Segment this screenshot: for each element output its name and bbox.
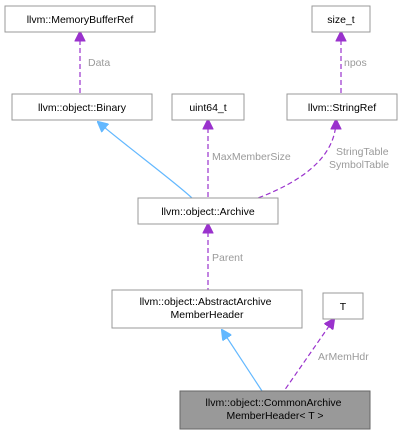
node-memorybufferref[interactable]: llvm::MemoryBufferRef	[4, 5, 156, 33]
node-label: llvm::StringRef	[308, 102, 376, 114]
edge-labels: Data npos MaxMemberSize StringTable Symb…	[88, 57, 391, 363]
edge-label-data: Data	[88, 57, 110, 69]
node-label: size_t	[327, 14, 355, 26]
edge-label-armemhdr: ArMemHdr	[318, 351, 369, 363]
edge-label-parent: Parent	[212, 252, 243, 264]
node-label: llvm::object::Archive	[161, 206, 255, 218]
edge-label-maxmembersize: MaxMemberSize	[212, 151, 291, 163]
edge-common-inherits-abstract	[222, 330, 263, 392]
node-size-t[interactable]: size_t	[311, 5, 371, 33]
edge-label-npos: npos	[344, 57, 367, 69]
node-t[interactable]: T	[322, 292, 364, 320]
edges	[80, 32, 341, 392]
node-uint64-t[interactable]: uint64_t	[171, 93, 245, 121]
edge-label-stringtable-symboltable: StringTable SymbolTable	[329, 146, 391, 171]
node-label: llvm::object::Binary	[38, 102, 127, 114]
node-abstractarchivememberheader[interactable]: llvm::object::AbstractArchive MemberHead…	[111, 289, 303, 329]
node-commonarchivememberheader[interactable]: llvm::object::CommonArchive MemberHeader…	[179, 390, 371, 430]
node-stringref[interactable]: llvm::StringRef	[286, 93, 398, 121]
node-binary[interactable]: llvm::object::Binary	[11, 93, 153, 121]
node-label: llvm::MemoryBufferRef	[27, 14, 134, 26]
node-archive[interactable]: llvm::object::Archive	[137, 197, 279, 225]
edge-armemhdr	[283, 319, 334, 392]
node-label: uint64_t	[189, 102, 226, 114]
node-label: T	[340, 301, 347, 313]
node-label: llvm::object::AbstractArchive MemberHead…	[140, 296, 275, 321]
node-label: llvm::object::CommonArchive MemberHeader…	[206, 397, 345, 422]
edge-stringtable-symboltable	[257, 120, 336, 199]
edge-archive-inherits-binary	[98, 122, 193, 199]
